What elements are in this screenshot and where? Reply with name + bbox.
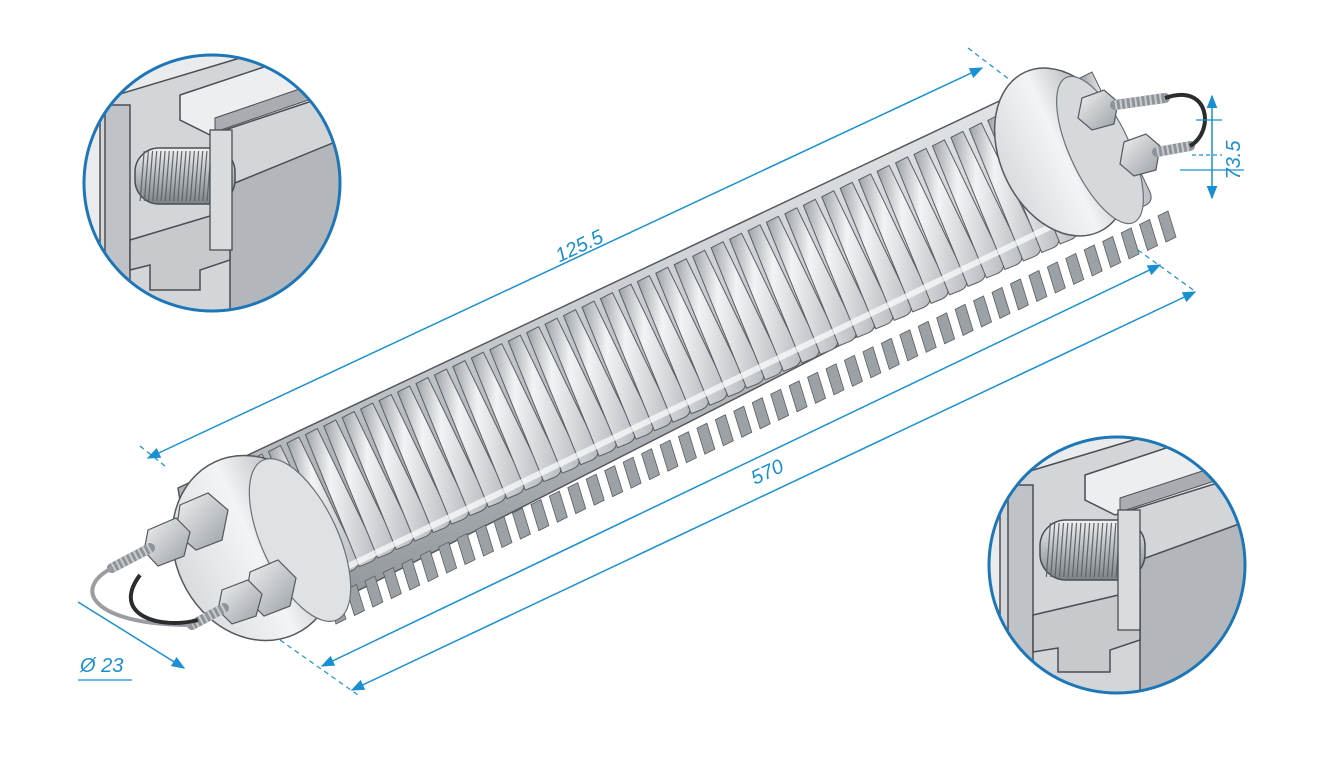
coil-winding	[202, 150, 208, 202]
fin-tooth	[807, 371, 827, 404]
fin-tooth	[456, 533, 476, 566]
left-upper-terminal	[107, 492, 229, 573]
coil-winding	[1050, 522, 1056, 578]
fin-tooth	[475, 524, 495, 557]
fin-tooth	[530, 499, 550, 532]
fin-tooth	[1083, 244, 1103, 277]
coil-winding	[164, 150, 170, 202]
detail-border	[82, 53, 342, 313]
coil-winding	[189, 150, 195, 202]
coil-winding	[156, 150, 162, 202]
fin-tooth	[973, 295, 993, 328]
coil-winding	[1071, 522, 1078, 578]
fin-tooth	[696, 422, 716, 455]
coil-winding	[147, 150, 154, 202]
coil-winding	[152, 150, 158, 202]
diameter-label: Ø 23	[79, 655, 123, 677]
fin-tooth	[1120, 227, 1140, 260]
coil-winding	[173, 150, 179, 202]
cross-section-detail-icon	[999, 437, 1245, 693]
coil-winding	[1054, 522, 1060, 578]
coil-winding	[139, 150, 145, 202]
fin-length-label: 125.5	[552, 226, 607, 267]
fin-tooth	[401, 558, 421, 591]
coil-winding	[1102, 522, 1108, 578]
detail-top-left	[82, 53, 342, 313]
fin-tooth	[1028, 269, 1048, 302]
fin-tooth	[1046, 261, 1066, 294]
detail-border	[987, 435, 1247, 695]
cross-section-detail-icon	[99, 55, 340, 311]
coil-winding	[1106, 522, 1113, 578]
coil-winding	[177, 150, 183, 202]
left-terminals	[90, 492, 297, 630]
fin-tooth	[899, 329, 919, 362]
total-length-label: 570	[748, 456, 788, 490]
fin-tooth	[954, 303, 974, 336]
left-wire-black	[129, 573, 199, 625]
right-upper-terminal	[1077, 89, 1170, 131]
fin-tooth	[770, 388, 790, 421]
fin-tooth	[659, 439, 679, 472]
fin-tooth	[585, 473, 605, 506]
fin-tooth	[677, 431, 697, 464]
terminal-spacing-label: 73.5	[1223, 140, 1245, 180]
coil-winding	[160, 150, 166, 202]
overall-length-dimension-line	[350, 291, 1197, 691]
coil-winding	[1089, 522, 1095, 578]
coil-winding	[1098, 522, 1104, 578]
fin-tooth	[714, 414, 734, 447]
fin-tooth	[548, 490, 568, 523]
fin-tooth	[936, 312, 956, 345]
fin-tooth	[419, 549, 439, 583]
coil-winding	[1067, 522, 1073, 578]
coil-winding	[193, 150, 200, 202]
coil-winding	[1076, 522, 1082, 578]
fin-tooth	[1157, 210, 1177, 243]
coil-winding	[1085, 522, 1091, 578]
coil-winding	[1111, 522, 1117, 578]
fin-tooth	[493, 516, 513, 549]
coil-winding	[181, 150, 187, 202]
fin-tooth	[991, 286, 1011, 319]
fin-tooth	[1009, 278, 1029, 311]
fin-tooth	[567, 482, 587, 515]
fin-tooth	[788, 380, 808, 413]
fin-tooth	[733, 405, 753, 438]
fin-tooth	[641, 448, 661, 481]
fin-tooth	[862, 346, 882, 379]
fin-tooth	[825, 363, 845, 396]
fin-tooth	[1065, 252, 1085, 286]
fin-tooth	[382, 566, 402, 600]
fin-tooth	[1102, 235, 1122, 269]
fin-tooth	[622, 456, 642, 489]
right-lower-terminal	[1119, 133, 1195, 177]
fin-tooth	[1139, 218, 1159, 252]
fin-tooth	[917, 320, 937, 353]
coil-winding	[1093, 522, 1099, 578]
coil-winding	[1063, 522, 1069, 578]
coil-winding	[185, 150, 191, 202]
right-terminals	[1077, 89, 1207, 177]
fin-tooth	[511, 507, 531, 540]
fin-tooth	[843, 354, 863, 387]
coil-winding	[143, 150, 149, 202]
detail-bottom-right	[987, 435, 1247, 695]
fin-tooth	[604, 465, 624, 498]
fin-tooth	[364, 575, 384, 608]
dimension-lines	[77, 47, 1244, 696]
fin-tooth	[438, 541, 458, 574]
fin-length-dimension-line	[146, 67, 984, 459]
coil-winding	[1045, 522, 1051, 578]
coil-winding	[198, 150, 204, 202]
fin-tooth	[880, 337, 900, 370]
fin-tooth	[751, 397, 771, 430]
coil-winding	[1080, 522, 1086, 578]
coil-winding	[168, 150, 175, 202]
diameter-dimension-line	[77, 601, 186, 669]
coil-winding	[1058, 522, 1065, 578]
right-wire-black	[1164, 93, 1207, 148]
